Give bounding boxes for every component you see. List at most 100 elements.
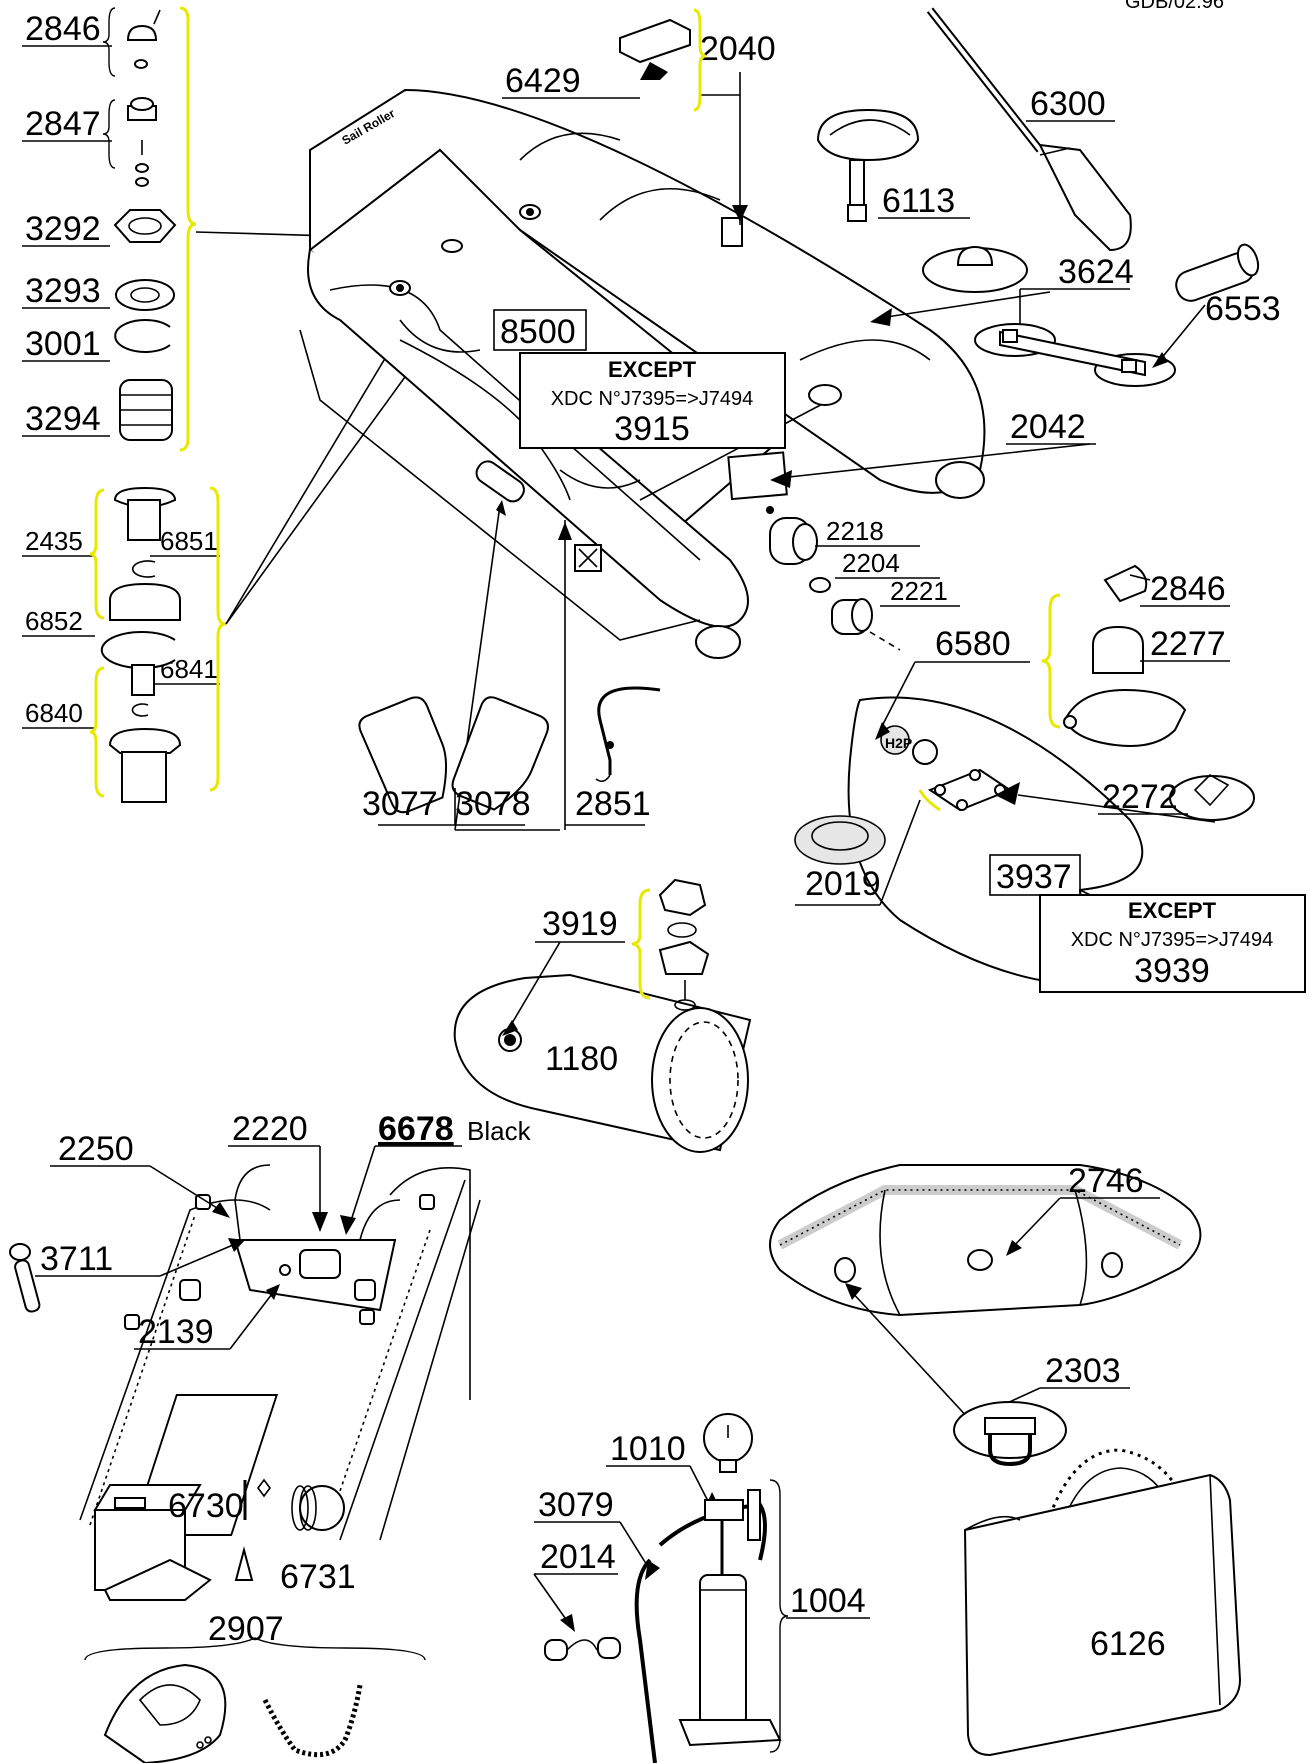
reference-code: GDB/02.96 xyxy=(1125,0,1224,13)
sleeve-parts-group: 2218 2204 2221 xyxy=(769,516,960,651)
valve-cap-2846-icon xyxy=(1103,564,1148,603)
oarlock-6113-group: 6113 xyxy=(816,108,970,222)
valve-parts-group: 2846 2847 3292 3293 3001 3294 xyxy=(22,6,401,452)
part-label-6840: 6840 xyxy=(25,698,83,728)
paddle-handle-icon xyxy=(1038,143,1132,252)
except-box-3939: EXCEPT XDC N°J7395=>J7494 3939 xyxy=(1039,894,1306,993)
washer-3293-icon xyxy=(115,279,175,311)
part-label-2019: 2019 xyxy=(805,865,881,903)
part-label-3292: 3292 xyxy=(25,210,101,248)
part-label-6678: 6678 xyxy=(378,1110,454,1148)
valve-base-icon xyxy=(1063,688,1187,747)
tape-roll-2019-icon xyxy=(794,815,886,865)
part-label-2303: 2303 xyxy=(1045,1352,1121,1390)
bag-6126-icon xyxy=(963,1473,1242,1757)
valve-parts-group-2: 2435 6851 6852 6841 6840 xyxy=(22,231,511,803)
repair-kit-group: 6730 6731 2907 xyxy=(84,1478,426,1763)
part-label-3001: 3001 xyxy=(25,325,101,363)
part-label-6300: 6300 xyxy=(1030,85,1106,123)
part-label-1010: 1010 xyxy=(610,1430,686,1468)
adapter-2014-icon xyxy=(544,1639,568,1661)
part-label-2907: 2907 xyxy=(208,1610,284,1648)
oar-clip-bar-icon xyxy=(999,330,1146,377)
except-box-3915: EXCEPT XDC N°J7395=>J7494 3915 xyxy=(519,352,786,449)
transom-view-group: 2220 6678 Black 2250 3711 2139 xyxy=(9,1110,532,1541)
part-label-2014: 2014 xyxy=(540,1538,616,1576)
part-label-3919: 3919 xyxy=(542,905,618,943)
except-range-1: XDC N°J7395=>J7494 xyxy=(551,388,754,410)
part-label-3079: 3079 xyxy=(538,1486,614,1524)
dinghy-top-view-group: 2746 2303 xyxy=(769,1162,1202,1467)
except-range-2: XDC N°J7395=>J7494 xyxy=(1071,929,1274,951)
part-3937-group: 3937 xyxy=(989,854,1081,896)
part-label-6852: 6852 xyxy=(25,606,83,636)
part-box-3937 xyxy=(989,854,1081,896)
except-part-2: 3939 xyxy=(1134,952,1210,990)
ring-3001-icon xyxy=(114,319,171,353)
part-label-3937: 3937 xyxy=(996,858,1072,896)
except-box-3915-frame xyxy=(519,352,786,449)
part-label-6851: 6851 xyxy=(160,526,218,556)
part-label-8500: 8500 xyxy=(500,313,576,351)
part-label-6730: 6730 xyxy=(168,1487,244,1525)
pump-1004-body xyxy=(699,1574,747,1726)
part-label-2847: 2847 xyxy=(25,105,101,143)
oarlock-6113-icon xyxy=(816,108,920,162)
washer-2204-icon xyxy=(809,577,831,593)
handle-3077-icon xyxy=(358,696,448,814)
valve-2277-icon xyxy=(1092,625,1144,674)
bolt-3711-icon xyxy=(14,1259,41,1313)
part-label-6678-color: Black xyxy=(467,1116,532,1146)
part-label-2042: 2042 xyxy=(1010,408,1086,446)
part-label-2221: 2221 xyxy=(890,576,948,606)
handles-group: 3077 3078 2851 xyxy=(358,686,661,826)
except-title-2: EXCEPT xyxy=(1128,898,1217,923)
part-label-3078: 3078 xyxy=(455,785,531,823)
part-label-2250: 2250 xyxy=(58,1130,134,1168)
clamp-6429-icon xyxy=(619,18,691,64)
svg-text:H2P: H2P xyxy=(885,735,912,751)
part-label-6731: 6731 xyxy=(280,1558,356,1596)
clamp-6429-group: 6429 2040 xyxy=(502,8,776,112)
except-box-3939-frame xyxy=(1039,894,1306,993)
davit-3624-group: 3624 xyxy=(922,245,1176,387)
part-label-2139: 2139 xyxy=(138,1313,214,1351)
part-label-3711: 3711 xyxy=(40,1240,113,1278)
part-label-3294: 3294 xyxy=(25,400,101,438)
bag-6126-group: 6126 xyxy=(963,1448,1242,1757)
part-8500-group: 8500 xyxy=(493,309,587,351)
part-label-2040: 2040 xyxy=(700,30,776,68)
part-label-6429: 6429 xyxy=(505,62,581,100)
part-label-6580: 6580 xyxy=(935,625,1011,663)
part-label-3077: 3077 xyxy=(362,785,438,823)
part-label-2218: 2218 xyxy=(826,516,884,546)
pump-group: 1010 3079 2014 1004 xyxy=(533,1413,870,1763)
part-label-1004: 1004 xyxy=(790,1582,866,1620)
part-label-3293: 3293 xyxy=(25,272,101,310)
part-label-2851: 2851 xyxy=(575,785,651,823)
part-label-6553: 6553 xyxy=(1205,290,1281,328)
part-label-6126: 6126 xyxy=(1090,1625,1166,1663)
part-box-8500 xyxy=(493,309,587,351)
part-label-6113: 6113 xyxy=(882,182,955,220)
keel-tube-group: 1180 3919 xyxy=(453,878,752,1153)
patch-roll-6731-icon xyxy=(299,1485,345,1531)
part-label-2435: 2435 xyxy=(25,526,83,556)
boat-leader-lines xyxy=(454,72,1091,831)
valve-cap-icon xyxy=(126,24,158,41)
part-label-2277: 2277 xyxy=(1150,625,1226,663)
grip-6553-group: 6553 xyxy=(1152,243,1281,368)
part-label-2846-top: 2846 xyxy=(25,10,101,48)
part-label-2746: 2746 xyxy=(1068,1162,1144,1200)
except-title-1: EXCEPT xyxy=(608,357,697,382)
pump-foot-icon xyxy=(678,1719,782,1747)
part-label-2846-right: 2846 xyxy=(1150,570,1226,608)
part-label-3624: 3624 xyxy=(1058,253,1134,291)
except-part-1: 3915 xyxy=(614,410,690,448)
paddle-6300-group: 6300 xyxy=(926,7,1132,252)
valve-cap-3919-icon xyxy=(658,878,707,917)
nut-3292-icon xyxy=(113,209,177,243)
part-label-2204: 2204 xyxy=(842,548,900,578)
cover-2907-icon xyxy=(103,1663,227,1763)
